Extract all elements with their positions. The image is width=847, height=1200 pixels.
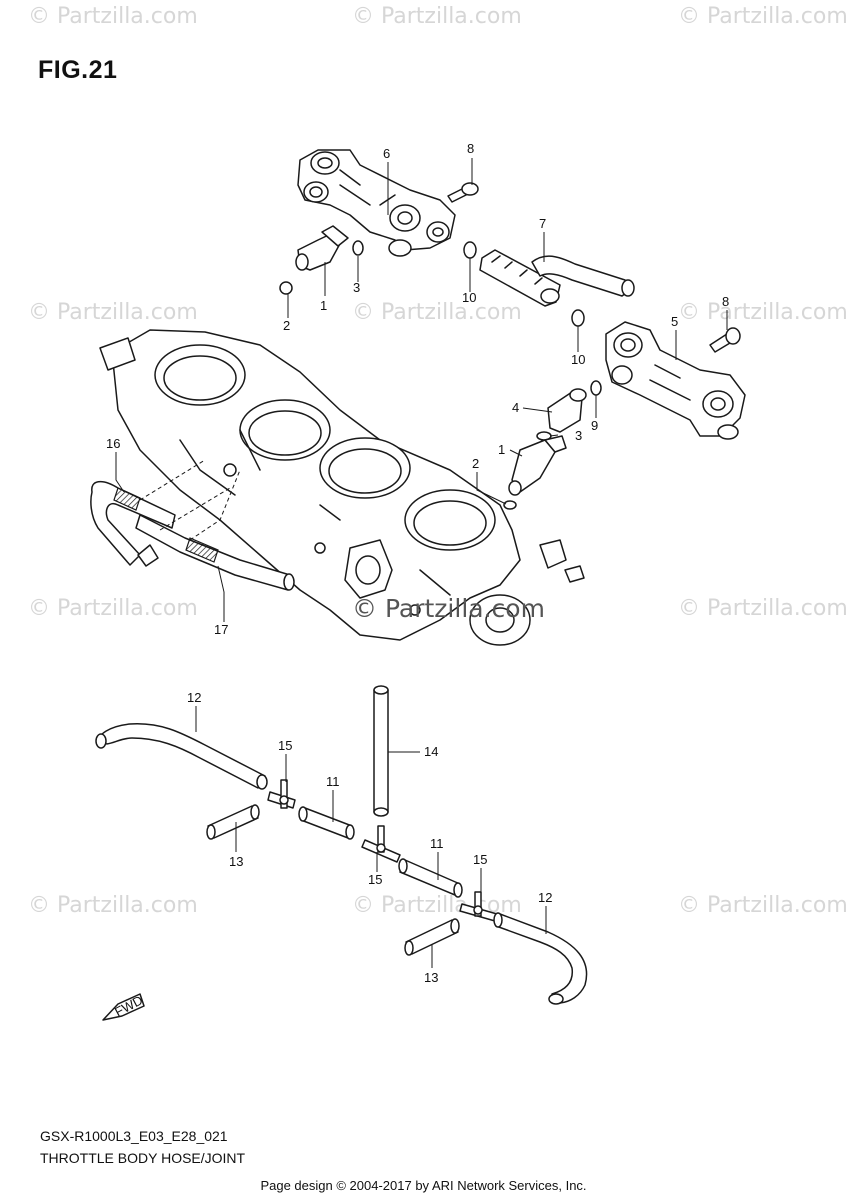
callout-15: 15 [473, 852, 487, 867]
vacuum-hose-16 [90, 480, 176, 567]
tee-joint-b [361, 825, 401, 863]
callout-9: 9 [591, 418, 598, 433]
figure-caption: THROTTLE BODY HOSE/JOINT [40, 1150, 246, 1166]
fuel-delivery-pipe-upper [297, 149, 456, 257]
bolt-upper [447, 182, 479, 203]
fuel-injector-upper [279, 225, 364, 295]
forward-direction-marker: FWD [102, 992, 145, 1021]
callout-11: 11 [326, 774, 340, 789]
watermark: © Partzilla.com [352, 300, 522, 325]
callout-3: 3 [575, 428, 582, 443]
connector-pipe [479, 249, 635, 307]
callout-1: 1 [498, 442, 505, 457]
callout-17: 17 [214, 622, 228, 637]
o-ring-9 [590, 380, 602, 396]
fuel-injector-lower [508, 435, 567, 496]
vacuum-hose-17 [135, 514, 295, 591]
callout-5: 5 [671, 314, 678, 329]
fuel-delivery-pipe-lower [605, 321, 746, 440]
tee-joint-c [459, 891, 498, 922]
o-ring-upper [463, 241, 477, 259]
tee-joint-a [267, 779, 296, 809]
hose-12-left [95, 723, 268, 790]
o-ring-lower [571, 309, 585, 327]
callout-13: 13 [424, 970, 438, 985]
callout-2: 2 [283, 318, 290, 333]
center-watermark: © Partzilla.com [352, 594, 545, 623]
watermark: © Partzilla.com [352, 4, 522, 29]
watermark: © Partzilla.com [28, 596, 198, 621]
callout-13: 13 [229, 854, 243, 869]
watermark: © Partzilla.com [28, 893, 198, 918]
watermark: © Partzilla.com [678, 893, 847, 918]
model-code: GSX-R1000L3_E03_E28_021 [40, 1128, 228, 1144]
watermark: © Partzilla.com [28, 300, 198, 325]
callout-2: 2 [472, 456, 479, 471]
hose-12-right [493, 912, 588, 1005]
callout-12: 12 [187, 690, 201, 705]
hose-13-upper [206, 804, 260, 840]
hose-13-lower [404, 918, 460, 956]
hose-11-lower [398, 858, 463, 898]
watermark: © Partzilla.com [678, 596, 847, 621]
callout-16: 16 [106, 436, 120, 451]
watermark: © Partzilla.com [678, 4, 847, 29]
hose-14 [373, 685, 389, 817]
callout-10: 10 [462, 290, 476, 305]
callout-12: 12 [538, 890, 552, 905]
callout-8: 8 [722, 294, 729, 309]
o-ring-2-lower [503, 500, 517, 510]
page-footer: Page design © 2004-2017 by ARI Network S… [260, 1178, 587, 1193]
callout-15: 15 [278, 738, 292, 753]
injector-elbow [547, 388, 587, 433]
callout-15: 15 [368, 872, 382, 887]
bolt-lower [709, 327, 741, 353]
callout-14: 14 [424, 744, 438, 759]
callout-7: 7 [539, 216, 546, 231]
watermark: © Partzilla.com [28, 4, 198, 29]
hose-11-upper [298, 806, 355, 840]
callout-3: 3 [353, 280, 360, 295]
callout-11: 11 [430, 836, 444, 851]
watermark: © Partzilla.com [678, 300, 847, 325]
callout-6: 6 [383, 146, 390, 161]
callout-8: 8 [467, 141, 474, 156]
figure-title: FIG.21 [38, 56, 118, 84]
callout-4: 4 [512, 400, 519, 415]
throttle-body-assembly [99, 329, 585, 646]
callout-1: 1 [320, 298, 327, 313]
fwd-label: FWD [112, 992, 145, 1019]
callout-10: 10 [571, 352, 585, 367]
